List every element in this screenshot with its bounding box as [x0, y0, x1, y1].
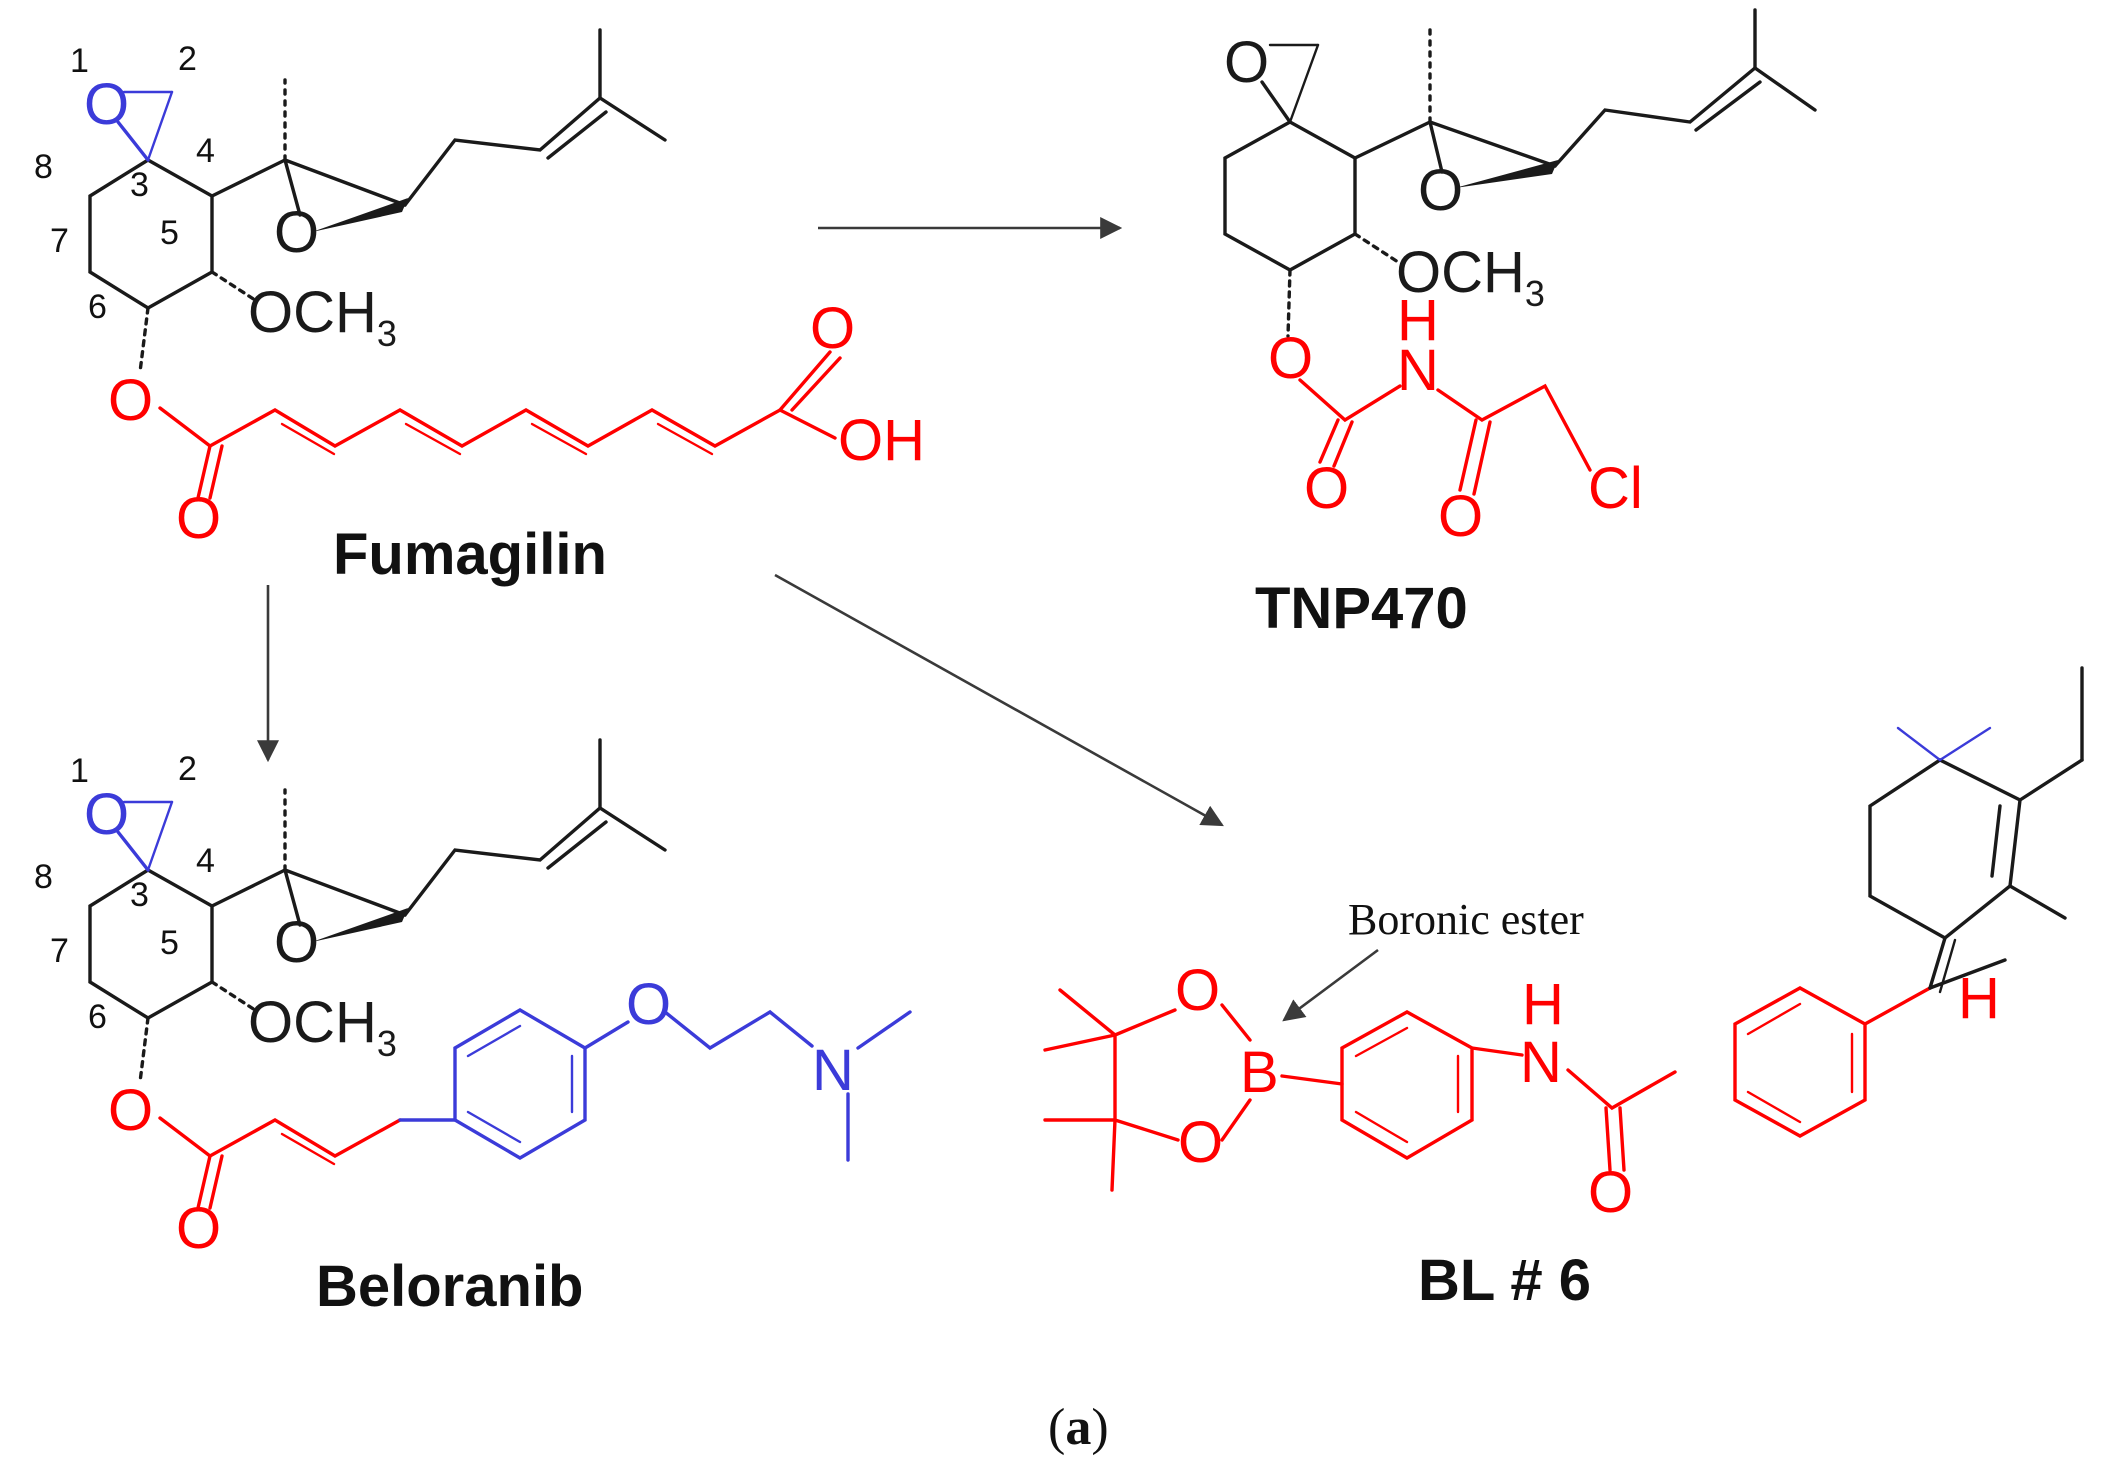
- atom-B: B: [1240, 1040, 1279, 1105]
- atom-OH: OH: [838, 408, 925, 473]
- ring-number: 4: [196, 132, 215, 170]
- atom-OCH3: OCH3: [248, 990, 397, 1064]
- atom-N: N: [1397, 338, 1439, 403]
- panel-label: (a): [1048, 1399, 1109, 1456]
- ring-number: 7: [50, 222, 69, 260]
- ring-number: 8: [34, 858, 53, 896]
- ring-number: 4: [196, 842, 215, 880]
- atom-N: N: [812, 1038, 854, 1103]
- atom-O: O: [1224, 30, 1269, 95]
- ring-number: 1: [70, 752, 89, 790]
- atom-O: O: [176, 1196, 221, 1261]
- atom-O: O: [274, 200, 319, 265]
- beloranib-dimethylaminoethoxyphenyl: O N: [398, 972, 912, 1162]
- atom-OCH3: OCH3: [1396, 240, 1545, 314]
- fumagilin-epoxide-1: O: [84, 72, 174, 162]
- beloranib-cinnamate-ester: O O: [108, 1016, 402, 1261]
- atom-OCH3: OCH3: [248, 280, 397, 354]
- bl6-pinacol-boronate: O O B: [1043, 958, 1279, 1192]
- fumagilin-structure: O O OCH3 1 2 3 4 5 6 7 8 O: [34, 28, 925, 551]
- atom-O: O: [1178, 1110, 1223, 1175]
- ring-number: 6: [88, 998, 107, 1036]
- compound-name-beloranib: Beloranib: [316, 1254, 584, 1319]
- arrow-fumagilin-to-bl6: [774, 573, 1224, 827]
- ring-number: 2: [178, 750, 197, 788]
- atom-Cl: Cl: [1588, 456, 1643, 521]
- ring-number: 1: [70, 42, 89, 80]
- compound-name-bl6: BL # 6: [1418, 1248, 1591, 1313]
- atom-NH-hydrogen: H: [1397, 288, 1439, 353]
- atom-O: O: [626, 972, 671, 1037]
- atom-O: O: [108, 368, 153, 433]
- atom-H: H: [1958, 966, 2000, 1031]
- atom-O: O: [1304, 456, 1349, 521]
- ring-number: 7: [50, 932, 69, 970]
- bl6-structure: O O B N H O H: [1043, 666, 2084, 1225]
- annotation-boronic-ester: Boronic ester: [1348, 895, 1584, 944]
- ring-number: 3: [130, 876, 149, 914]
- atom-O: O: [1268, 326, 1313, 391]
- atom-O: O: [1175, 958, 1220, 1023]
- beloranib-structure: O O OCH3 1 2 3 4 5 6 7 8 O O: [34, 738, 912, 1261]
- atom-O: O: [1418, 158, 1463, 223]
- ring-number: 8: [34, 148, 53, 186]
- compound-name-tnp470: TNP470: [1255, 576, 1468, 641]
- atom-O: O: [176, 486, 221, 551]
- fumagilin-decatetraenedioic-chain: O O O OH: [108, 296, 925, 551]
- ring-number: 5: [160, 214, 179, 252]
- beloranib-epoxide-1: O: [84, 782, 174, 872]
- atom-O: O: [84, 72, 129, 137]
- atom-O: O: [1438, 484, 1483, 549]
- atom-O: O: [108, 1078, 153, 1143]
- ring-number: 2: [178, 40, 197, 78]
- bl6-trimethylcyclohexenyl: [1868, 666, 2084, 941]
- compound-name-fumagilin: Fumagilin: [333, 522, 607, 587]
- atom-N: N: [1520, 1030, 1562, 1095]
- atom-NH-hydrogen: H: [1522, 972, 1564, 1037]
- atom-O: O: [1588, 1160, 1633, 1225]
- atom-O: O: [274, 910, 319, 975]
- ring-number: 6: [88, 288, 107, 326]
- tnp470-chloroacetylcarbamoyl: O O N H O Cl: [1268, 268, 1643, 549]
- boronic-ester-label: Boronic ester: [1282, 895, 1584, 1022]
- ring-number: 3: [130, 166, 149, 204]
- tnp470-structure: O O OCH3 O O N H O Cl: [1223, 8, 1817, 549]
- ring-number: 5: [160, 924, 179, 962]
- atom-O: O: [84, 782, 129, 847]
- atom-O: O: [810, 296, 855, 361]
